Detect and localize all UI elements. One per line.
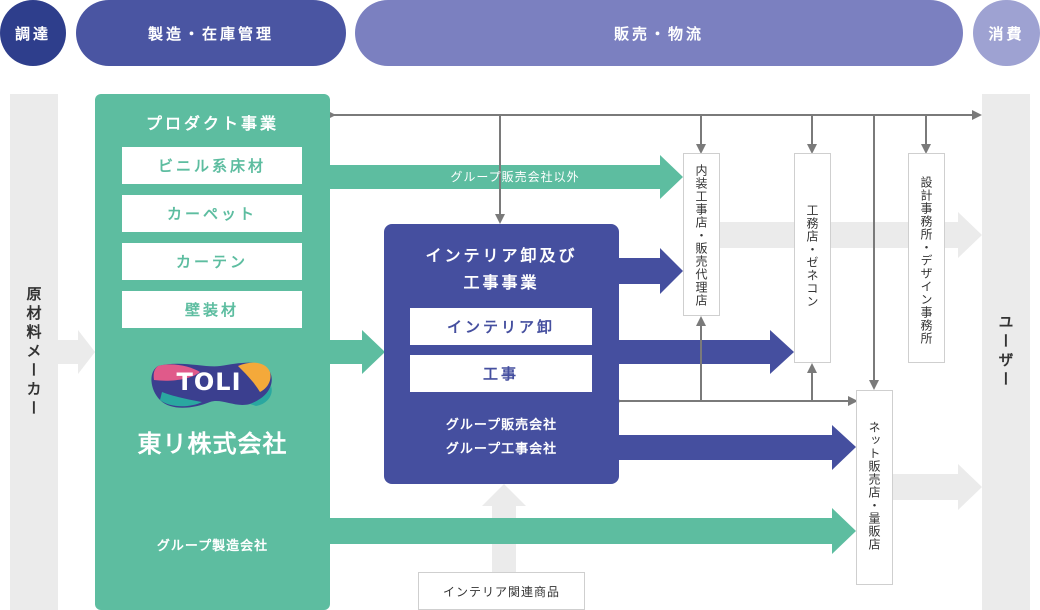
header-manufacturing-label: 製造・在庫管理 bbox=[147, 24, 274, 43]
interior-item-wholesale: インテリア卸 bbox=[410, 308, 592, 345]
user-label: ユーザー bbox=[996, 314, 1015, 390]
group-manufacturing-label: グループ製造会社 bbox=[156, 539, 269, 554]
arrow-product-to-interior bbox=[330, 330, 385, 374]
toli-logo: TOLI bbox=[150, 360, 275, 412]
interior-item-label: 工事 bbox=[482, 365, 519, 383]
arrow-retail-to-user bbox=[892, 464, 982, 510]
supplier-bar: 原材料メーカー bbox=[10, 94, 58, 610]
user-bar: ユーザー bbox=[982, 94, 1030, 610]
company-name: 東リ株式会社 bbox=[137, 430, 288, 458]
interior-business-title-2: 工事事業 bbox=[463, 273, 540, 292]
interior-business-title-1: インテリア卸及び bbox=[425, 246, 578, 265]
store-design-office: 設計事務所・デザイン事務所 bbox=[908, 153, 945, 363]
product-item-label: 壁装材 bbox=[184, 301, 239, 319]
arrow-interior-to-retail bbox=[618, 425, 856, 470]
related-goods-box: インテリア関連商品 bbox=[418, 572, 585, 610]
arrow-outside-group bbox=[330, 155, 683, 199]
interior-item-construction: 工事 bbox=[410, 355, 592, 392]
product-item-carpet: カーペット bbox=[122, 195, 302, 232]
product-item-vinyl-flooring: ビニル系床材 bbox=[122, 147, 302, 184]
arrow-interior-to-contractor bbox=[618, 248, 683, 294]
product-item-label: カーテン bbox=[175, 253, 248, 271]
header-sales-logistics: 販売・物流 bbox=[355, 0, 963, 66]
header-consumption-label: 消費 bbox=[988, 24, 1025, 43]
product-item-wall-covering: 壁装材 bbox=[122, 291, 302, 328]
store-label: ネット販売店・量販店 bbox=[867, 421, 881, 551]
store-label: 設計事務所・デザイン事務所 bbox=[919, 176, 933, 345]
arrow-label-outside-group: グループ販売会社以外 bbox=[450, 170, 580, 184]
related-goods-label: インテリア関連商品 bbox=[442, 584, 560, 599]
interior-item-label: インテリア卸 bbox=[446, 318, 555, 336]
product-item-label: ビニル系床材 bbox=[157, 157, 266, 175]
interior-group-label-1: グループ販売会社 bbox=[445, 418, 558, 433]
header-consumption: 消費 bbox=[973, 0, 1040, 66]
toli-logo-text: TOLI bbox=[176, 368, 242, 396]
product-item-curtain: カーテン bbox=[122, 243, 302, 280]
store-net-retail: ネット販売店・量販店 bbox=[856, 390, 893, 585]
arrow-interior-to-builder bbox=[618, 330, 794, 374]
store-label: 内装工事店・販売代理店 bbox=[694, 164, 708, 307]
header-manufacturing: 製造・在庫管理 bbox=[76, 0, 346, 66]
interior-business-block bbox=[384, 224, 619, 484]
arrow-group-mfg-to-retail bbox=[330, 508, 856, 554]
interior-group-label-2: グループ工事会社 bbox=[445, 442, 558, 457]
product-business-title: プロダクト事業 bbox=[145, 114, 279, 133]
arrow-supplier-to-product bbox=[58, 330, 95, 374]
header-procurement: 調達 bbox=[0, 0, 66, 66]
supplier-label: 原材料メーカー bbox=[24, 285, 43, 419]
store-label: 工務店・ゼネコン bbox=[805, 204, 819, 308]
header-procurement-label: 調達 bbox=[14, 24, 51, 43]
product-item-label: カーペット bbox=[166, 205, 257, 223]
store-builder: 工務店・ゼネコン bbox=[794, 153, 831, 363]
store-interior-contractor: 内装工事店・販売代理店 bbox=[683, 153, 720, 316]
header-sales-logistics-label: 販売・物流 bbox=[613, 24, 704, 43]
